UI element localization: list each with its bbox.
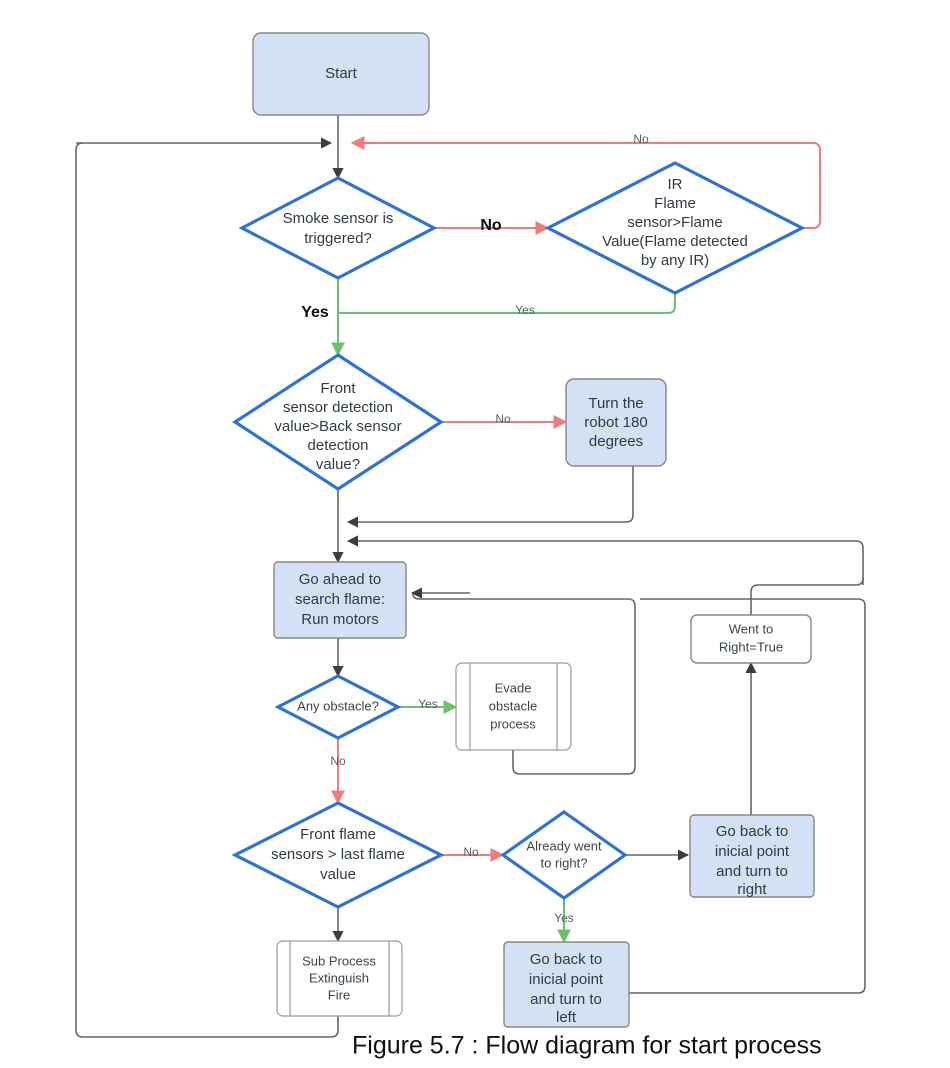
edge-turn180-merge — [346, 466, 634, 528]
edge-flag-up — [750, 577, 864, 620]
edge-ir-no-loopback — [350, 136, 821, 229]
node-gbr-line2: inicial point — [715, 843, 790, 860]
edge-label-ir-no: No — [633, 132, 649, 146]
node-evade-obstacle-process[interactable]: Evade obstacle process — [455, 662, 572, 751]
node-gbl-line2: inicial point — [529, 971, 604, 988]
node-ir-line1: IR — [668, 176, 683, 193]
node-sub-line2: Extinguish — [309, 970, 369, 985]
node-turn180-line1: Turn the — [588, 395, 643, 412]
node-goahead-line1: Go ahead to — [299, 571, 382, 588]
node-gbl-line3: and turn to — [530, 991, 602, 1008]
node-ff-line1: Front flame — [300, 826, 376, 843]
node-fb-line3: value>Back sensor — [274, 418, 401, 435]
edge-label-alreadyright-yes: Yes — [554, 911, 574, 925]
node-start[interactable]: Start — [252, 32, 430, 116]
node-gbl-line1: Go back to — [530, 951, 603, 968]
node-flag-line2: Right=True — [719, 639, 783, 654]
node-any-obstacle-decision[interactable]: Any obstacle? — [274, 674, 402, 740]
edge-label-smoke-yes: Yes — [301, 304, 329, 321]
figure-caption: Figure 5.7 : Flow diagram for start proc… — [352, 1032, 822, 1060]
node-ir-line5: by any IR) — [641, 252, 709, 269]
node-fb-line5: value? — [316, 456, 360, 473]
node-ff-line2: sensors > last flame — [271, 846, 405, 863]
node-ir-line3: sensor>Flame — [627, 214, 722, 231]
edge-label-smoke-no: No — [480, 217, 502, 234]
node-evade-line2: obstacle — [489, 698, 537, 713]
edge-goback-left-loopback — [629, 598, 866, 994]
edge-label-obstacle-no: No — [330, 754, 346, 768]
node-ir-flame-decision[interactable]: IR Flame sensor>Flame Value(Flame detect… — [544, 161, 806, 295]
node-turn-180[interactable]: Turn the robot 180 degrees — [565, 378, 667, 467]
edge-subprocess-loopback — [75, 142, 339, 1038]
node-fb-line2: sensor detection — [283, 399, 393, 416]
node-go-back-turn-left[interactable]: Go back to inicial point and turn to lef… — [503, 941, 630, 1028]
edge-flag-loopback-to-spine — [346, 535, 864, 585]
node-front-flame-decision[interactable]: Front flame sensors > last flame value — [231, 801, 445, 909]
node-already-went-right-decision[interactable]: Already went to right? — [500, 810, 628, 900]
node-sub-process-extinguish-fire[interactable]: Sub Process Extinguish Fire — [276, 940, 403, 1017]
node-goahead-line2: search flame: — [295, 591, 385, 608]
node-go-back-turn-right[interactable]: Go back to inicial point and turn to rig… — [689, 814, 815, 898]
edge-label-frontflame-no: No — [463, 845, 479, 859]
node-fb-line1: Front — [320, 380, 356, 397]
node-smoke-line2: triggered? — [304, 230, 372, 247]
node-evade-line1: Evade — [495, 680, 532, 695]
node-sub-line3: Fire — [328, 987, 350, 1002]
edge-ir-yes-merge — [338, 278, 676, 314]
node-gbr-line1: Go back to — [716, 823, 789, 840]
node-fb-line4: detection — [308, 437, 369, 454]
node-smoke-sensor-decision[interactable]: Smoke sensor is triggered? — [238, 176, 438, 280]
node-front-back-decision[interactable]: Front sensor detection value>Back sensor… — [232, 353, 444, 491]
node-ff-line3: value — [320, 866, 356, 883]
node-went-to-right-true[interactable]: Went to Right=True — [690, 614, 812, 664]
node-turn180-line2: robot 180 — [584, 414, 647, 431]
edge-evade-loopback — [412, 593, 636, 775]
node-ar-line2: to right? — [541, 855, 588, 870]
node-gbl-line4: left — [556, 1009, 577, 1026]
edge-label-ir-yes: Yes — [515, 303, 535, 317]
node-gbr-line3: and turn to — [716, 863, 788, 880]
edge-label-frontback-no: No — [495, 412, 511, 426]
node-evade-line3: process — [490, 716, 536, 731]
node-ir-line4: Value(Flame detected — [602, 233, 748, 250]
node-flag-line1: Went to — [729, 621, 774, 636]
node-start-label: Start — [325, 65, 358, 82]
node-ir-line2: Flame — [654, 195, 696, 212]
node-gbr-line4: right — [737, 881, 767, 898]
edge-label-obstacle-yes: Yes — [418, 697, 438, 711]
node-obstacle-line1: Any obstacle? — [297, 698, 379, 713]
node-goahead-line3: Run motors — [301, 611, 379, 628]
node-sub-line1: Sub Process — [302, 953, 376, 968]
node-ar-line1: Already went — [526, 838, 602, 853]
node-turn180-line3: degrees — [589, 433, 643, 450]
node-go-ahead-search-flame[interactable]: Go ahead to search flame: Run motors — [273, 561, 407, 639]
node-smoke-line1: Smoke sensor is — [283, 210, 394, 227]
